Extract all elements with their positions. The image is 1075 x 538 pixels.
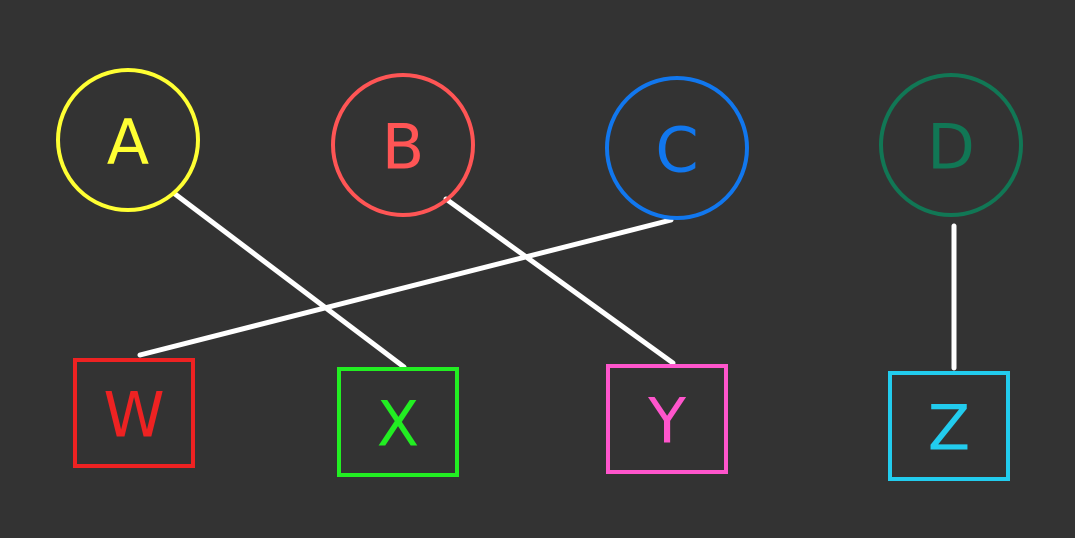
node-w-label: W (103, 379, 164, 452)
node-y: Y (606, 364, 728, 474)
node-a: A (56, 68, 200, 212)
node-w-box (73, 358, 195, 468)
node-x-label: X (377, 388, 419, 461)
node-z-label: Z (928, 392, 970, 465)
node-d: D (879, 73, 1023, 217)
node-y-box (606, 364, 728, 474)
node-z: Z (888, 371, 1010, 481)
node-d-label: D (927, 111, 975, 184)
edge-a-x (172, 191, 407, 370)
node-a-circle (56, 68, 200, 212)
node-y-label: Y (647, 385, 686, 458)
edges-layer (137, 191, 957, 371)
node-c-label: C (655, 114, 698, 187)
node-a-label: A (107, 106, 149, 179)
node-x: X (337, 367, 459, 477)
node-b-label: B (382, 111, 425, 184)
node-d-circle (879, 73, 1023, 217)
edge-c-w (137, 217, 674, 358)
edge-b-y (443, 196, 676, 366)
node-b: B (331, 73, 475, 217)
node-w: W (73, 358, 195, 468)
node-z-box (888, 371, 1010, 481)
node-c-circle (605, 76, 749, 220)
node-b-circle (331, 73, 475, 217)
node-c: C (605, 76, 749, 220)
node-x-box (337, 367, 459, 477)
